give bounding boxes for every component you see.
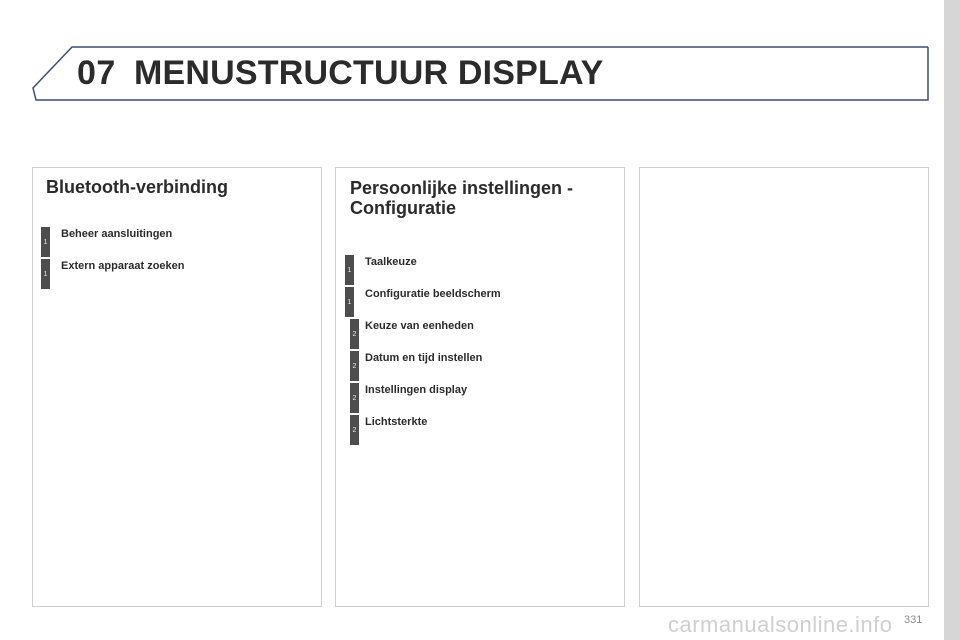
- level-badge: 2: [350, 415, 359, 445]
- panel-bluetooth: Bluetooth-verbinding 1 Beheer aansluitin…: [32, 167, 322, 607]
- menu-item-label: Datum en tijd instellen: [365, 352, 483, 364]
- panel-persoonlijke-instellingen: Persoonlijke instellingen - Configuratie…: [335, 167, 625, 607]
- panel-title-line2: Configuratie: [350, 198, 456, 218]
- menu-item-label: Extern apparaat zoeken: [61, 260, 185, 272]
- watermark: carmanualsonline.info: [668, 612, 893, 637]
- menu-item-label: Beheer aansluitingen: [61, 228, 173, 240]
- level-badge: 2: [350, 383, 359, 413]
- menu-item-label: Instellingen display: [365, 384, 468, 396]
- level-badge: 1: [41, 227, 50, 257]
- chapter-number: 07: [77, 54, 116, 92]
- level-badge: 1: [345, 287, 354, 317]
- page-edge-strip: [944, 0, 960, 640]
- level-badge: 1: [345, 255, 354, 285]
- menu-item-label: Configuratie beeldscherm: [365, 288, 501, 300]
- menu-item-label: Keuze van eenheden: [365, 320, 474, 332]
- menu-item-label: Taalkeuze: [365, 256, 417, 268]
- level-badge: 2: [350, 351, 359, 381]
- menu-item-label: Lichtsterkte: [365, 416, 428, 428]
- header-frame: [32, 46, 929, 101]
- panel-title: Bluetooth-verbinding: [46, 177, 228, 197]
- level-badge: 1: [41, 259, 50, 289]
- level-badge: 2: [350, 319, 359, 349]
- page-number: 331: [904, 614, 923, 626]
- panel-empty: [639, 167, 929, 607]
- panel-title: Persoonlijke instellingen - Configuratie: [350, 178, 573, 218]
- panel-title-line1: Persoonlijke instellingen -: [350, 178, 574, 198]
- page-title: MENUSTRUCTUUR DISPLAY: [134, 54, 604, 92]
